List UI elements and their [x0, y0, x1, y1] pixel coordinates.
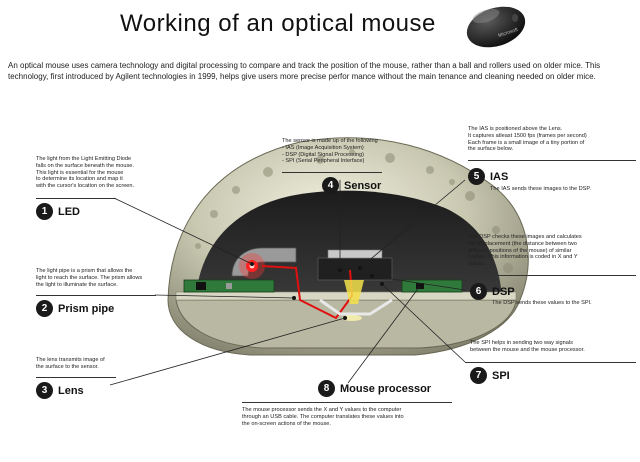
- label-spi-text: SPI: [492, 369, 510, 382]
- number-badge-8: 8: [318, 380, 335, 397]
- label-sensor-text: Sensor: [344, 179, 382, 192]
- ias-rule: [468, 160, 636, 161]
- prism-pipe-rule: [36, 295, 156, 296]
- spi-rule: [465, 362, 636, 363]
- ias-sub-description: The IAS sends these images to the DSP.: [490, 186, 591, 192]
- lens-rule: [36, 377, 116, 378]
- label-sensor: 4 Sensor: [322, 177, 381, 194]
- sensor-chip: [317, 257, 393, 281]
- label-ias: 5 IAS: [468, 168, 508, 185]
- spi-description: The SPI helps in sending two way signals…: [470, 340, 585, 353]
- label-ias-text: IAS: [490, 170, 509, 183]
- label-spi: 7 SPI: [470, 367, 510, 384]
- ias-description: The IAS is positioned above the Lens. It…: [468, 126, 587, 153]
- lens: [344, 280, 364, 304]
- mouse-processor-rule: [242, 402, 452, 403]
- intro-paragraph: An optical mouse uses camera technology …: [8, 61, 601, 81]
- label-led: 1 LED: [36, 203, 80, 220]
- prism-pipe-description: The light pipe is a prism that allows th…: [36, 268, 143, 288]
- label-prism-pipe-text: Prism pipe: [58, 302, 115, 315]
- sensor-description: The sensor is made up of the following -…: [282, 138, 378, 165]
- mouse-processor-description: The mouse processor sends the X and Y va…: [242, 407, 404, 427]
- number-badge-2: 2: [36, 300, 53, 317]
- lens-description: The lens transmits image of the surface …: [36, 357, 105, 370]
- number-badge-6: 6: [470, 283, 487, 300]
- label-lens-text: Lens: [58, 384, 84, 397]
- dsp-rule: [468, 275, 636, 276]
- label-mouse-processor: 8 Mouse processor: [318, 380, 431, 397]
- number-badge-3: 3: [36, 382, 53, 399]
- mouse-interior: [196, 190, 502, 300]
- page-title: Working of an optical mouse: [120, 10, 436, 37]
- led-description: The light from the Light Emitting Diode …: [36, 156, 135, 190]
- number-badge-5: 5: [468, 168, 485, 185]
- number-badge-4: 4: [322, 177, 339, 194]
- number-badge-1: 1: [36, 203, 53, 220]
- label-lens: 3 Lens: [36, 382, 84, 399]
- dsp-sub-description: The DSP sends these values to the SPI.: [492, 300, 592, 306]
- mouse-thumbnail: [466, 6, 526, 48]
- label-prism-pipe: 2 Prism pipe: [36, 300, 114, 317]
- sensor-rule: [282, 172, 382, 173]
- label-dsp: 6 DSP: [470, 283, 515, 300]
- label-led-text: LED: [58, 205, 80, 218]
- dsp-description: The DSP checks these images and calculat…: [468, 234, 582, 268]
- mouse-base: [175, 299, 517, 349]
- label-dsp-text: DSP: [492, 285, 515, 298]
- number-badge-7: 7: [470, 367, 487, 384]
- label-mouse-processor-text: Mouse processor: [340, 382, 432, 395]
- led-rule: [36, 198, 116, 199]
